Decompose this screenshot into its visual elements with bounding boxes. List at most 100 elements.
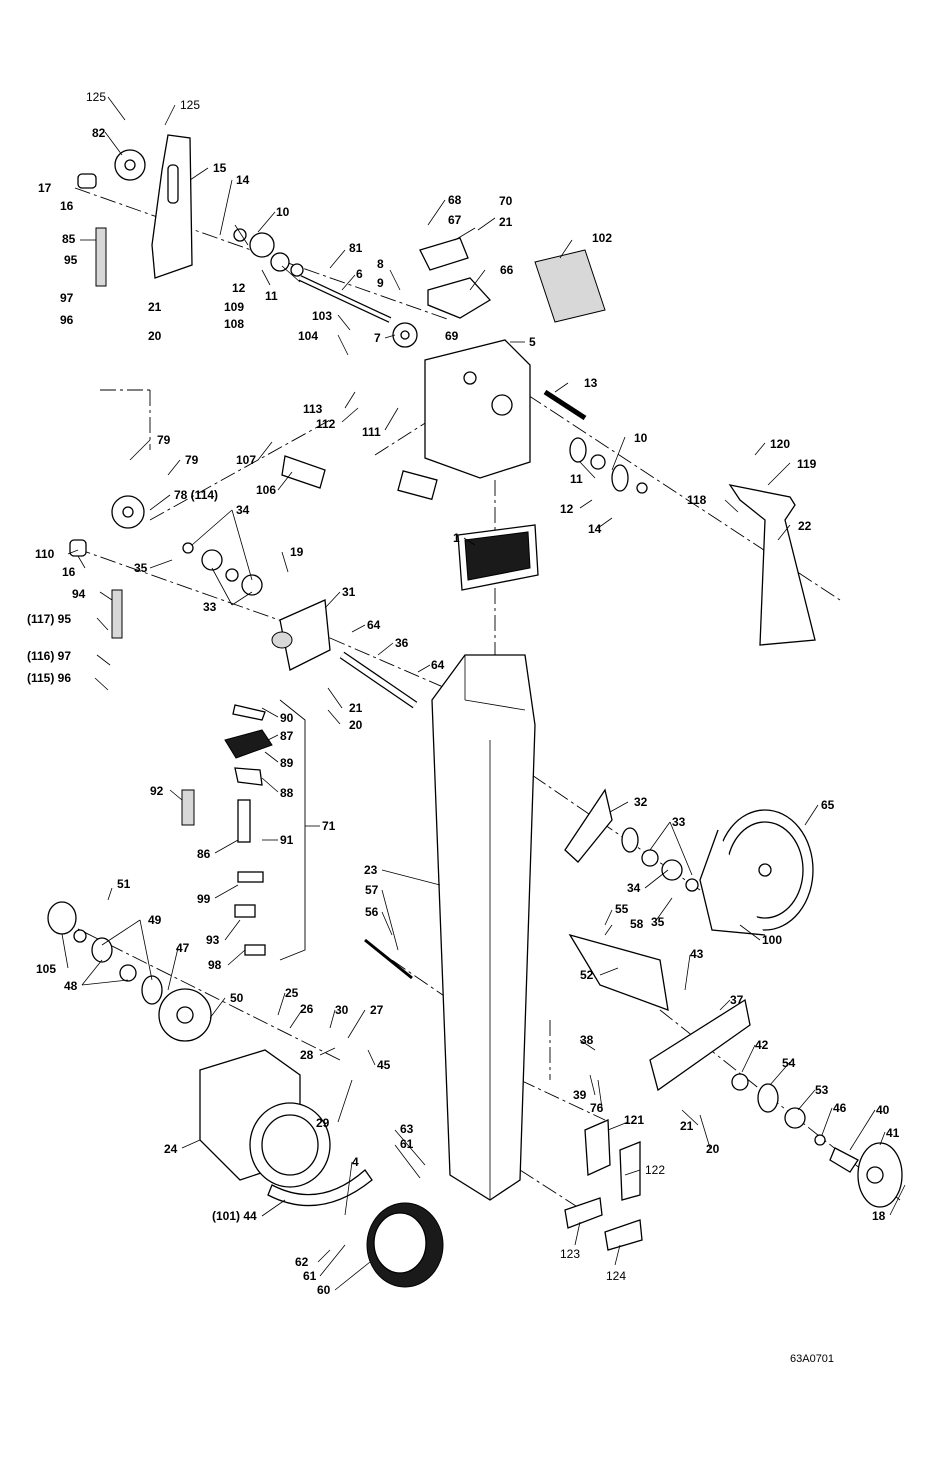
callout-14: 14 — [236, 173, 250, 187]
callout-45: 45 — [377, 1058, 391, 1072]
callout-125b: 125 — [180, 98, 200, 112]
callout-33a: 33 — [203, 600, 217, 614]
plate-123 — [564, 1197, 603, 1229]
callout-111: 111 — [362, 425, 381, 439]
callout-30: 30 — [335, 1003, 349, 1017]
callout-120: 120 — [770, 437, 790, 451]
link-98 — [244, 944, 266, 956]
callout-41: 41 — [886, 1126, 900, 1140]
callout-21d: 21 — [680, 1119, 694, 1133]
callout-113: 113 — [303, 402, 323, 416]
callout-9: 9 — [377, 276, 384, 290]
callout-1: 1 — [453, 531, 460, 545]
plate-122 — [619, 1141, 641, 1201]
callout-11a: 11 — [265, 289, 278, 303]
callout-65: 65 — [821, 798, 835, 812]
callout-105: 105 — [36, 962, 56, 976]
bracket-52 — [568, 933, 669, 1011]
callout-leaders — [61, 96, 906, 1291]
callout-58: 58 — [630, 917, 644, 931]
callout-22: 22 — [798, 519, 812, 533]
callout-78: 78 (114) — [174, 488, 218, 502]
stand-22 — [728, 484, 816, 646]
callout-33b: 33 — [672, 815, 686, 829]
callout-87: 87 — [280, 729, 294, 743]
callout-55: 55 — [615, 902, 629, 916]
callout-64a: 64 — [367, 618, 381, 632]
callout-50: 50 — [230, 991, 244, 1005]
callout-12a: 12 — [232, 281, 246, 295]
tower-23 — [431, 654, 536, 1201]
plate-90 — [232, 704, 266, 721]
callout-6: 6 — [356, 267, 363, 281]
callout-16a: 16 — [60, 199, 74, 213]
callout-95a: 95 — [64, 253, 78, 267]
parts — [47, 134, 903, 1288]
plate-124 — [604, 1219, 643, 1251]
callout-118: 118 — [687, 493, 707, 507]
callout-10a: 10 — [276, 205, 290, 219]
callout-117: (117) 95 — [27, 612, 71, 626]
bracket-15 — [151, 134, 193, 279]
callout-26: 26 — [300, 1002, 314, 1016]
chain-85 — [95, 227, 107, 287]
callout-15: 15 — [213, 161, 227, 175]
callout-21a: 21 — [148, 300, 162, 314]
callout-60: 60 — [317, 1283, 331, 1297]
callout-11b: 11 — [570, 472, 583, 486]
callout-17: 17 — [38, 181, 52, 195]
callout-19: 19 — [290, 545, 304, 559]
callout-88: 88 — [280, 786, 294, 800]
callout-110: 110 — [35, 547, 55, 561]
callout-38: 38 — [580, 1033, 594, 1047]
callout-20b: 20 — [349, 718, 363, 732]
callout-46: 46 — [833, 1101, 847, 1115]
callout-8: 8 — [377, 257, 384, 271]
callout-123: 123 — [560, 1247, 580, 1261]
callout-96a: 96 — [60, 313, 74, 327]
callout-101: (101) 44 — [212, 1209, 257, 1223]
callout-14b: 14 — [588, 522, 602, 536]
callout-66: 66 — [500, 263, 514, 277]
link-93 — [234, 904, 256, 918]
callout-43: 43 — [690, 947, 704, 961]
guard-44 — [267, 1169, 373, 1207]
callout-112: 112 — [316, 417, 336, 431]
callout-108: 108 — [224, 317, 244, 331]
callout-35b: 35 — [651, 915, 665, 929]
bearing-33b — [621, 827, 639, 853]
shaft-13 — [543, 389, 587, 421]
subassembly-bracket-71 — [279, 699, 320, 961]
callout-39: 39 — [573, 1088, 587, 1102]
key-block — [397, 470, 438, 501]
callout-61b: 61 — [303, 1269, 317, 1283]
callout-107: 107 — [236, 453, 256, 467]
clip-88 — [234, 767, 263, 786]
callout-labels: 125 125 82 15 14 17 16 10 85 95 97 96 12… — [27, 90, 900, 1297]
callout-54: 54 — [782, 1056, 796, 1070]
plate-121 — [584, 1119, 611, 1176]
callout-68: 68 — [448, 193, 462, 207]
callout-53: 53 — [815, 1083, 829, 1097]
callout-10b: 10 — [634, 431, 648, 445]
callout-62: 62 — [295, 1255, 309, 1269]
callout-4: 4 — [352, 1155, 359, 1169]
callout-56: 56 — [365, 905, 379, 919]
callout-121: 121 — [624, 1113, 644, 1127]
callout-99: 99 — [197, 892, 211, 906]
callout-125a: 125 — [86, 90, 106, 104]
chain-94 — [111, 589, 123, 639]
callout-57: 57 — [365, 883, 379, 897]
drawing-id: 63A0701 — [790, 1353, 834, 1365]
callout-93: 93 — [206, 933, 220, 947]
gearbox-5 — [424, 339, 531, 479]
motor-102 — [534, 249, 606, 323]
callout-61a: 61 — [400, 1137, 414, 1151]
callout-20a: 20 — [148, 329, 162, 343]
bracket-31 — [279, 599, 331, 671]
callout-94: 94 — [72, 587, 86, 601]
belt-100 — [699, 829, 766, 936]
callout-69: 69 — [445, 329, 459, 343]
hub-16 — [77, 173, 97, 189]
callout-5: 5 — [529, 335, 536, 349]
